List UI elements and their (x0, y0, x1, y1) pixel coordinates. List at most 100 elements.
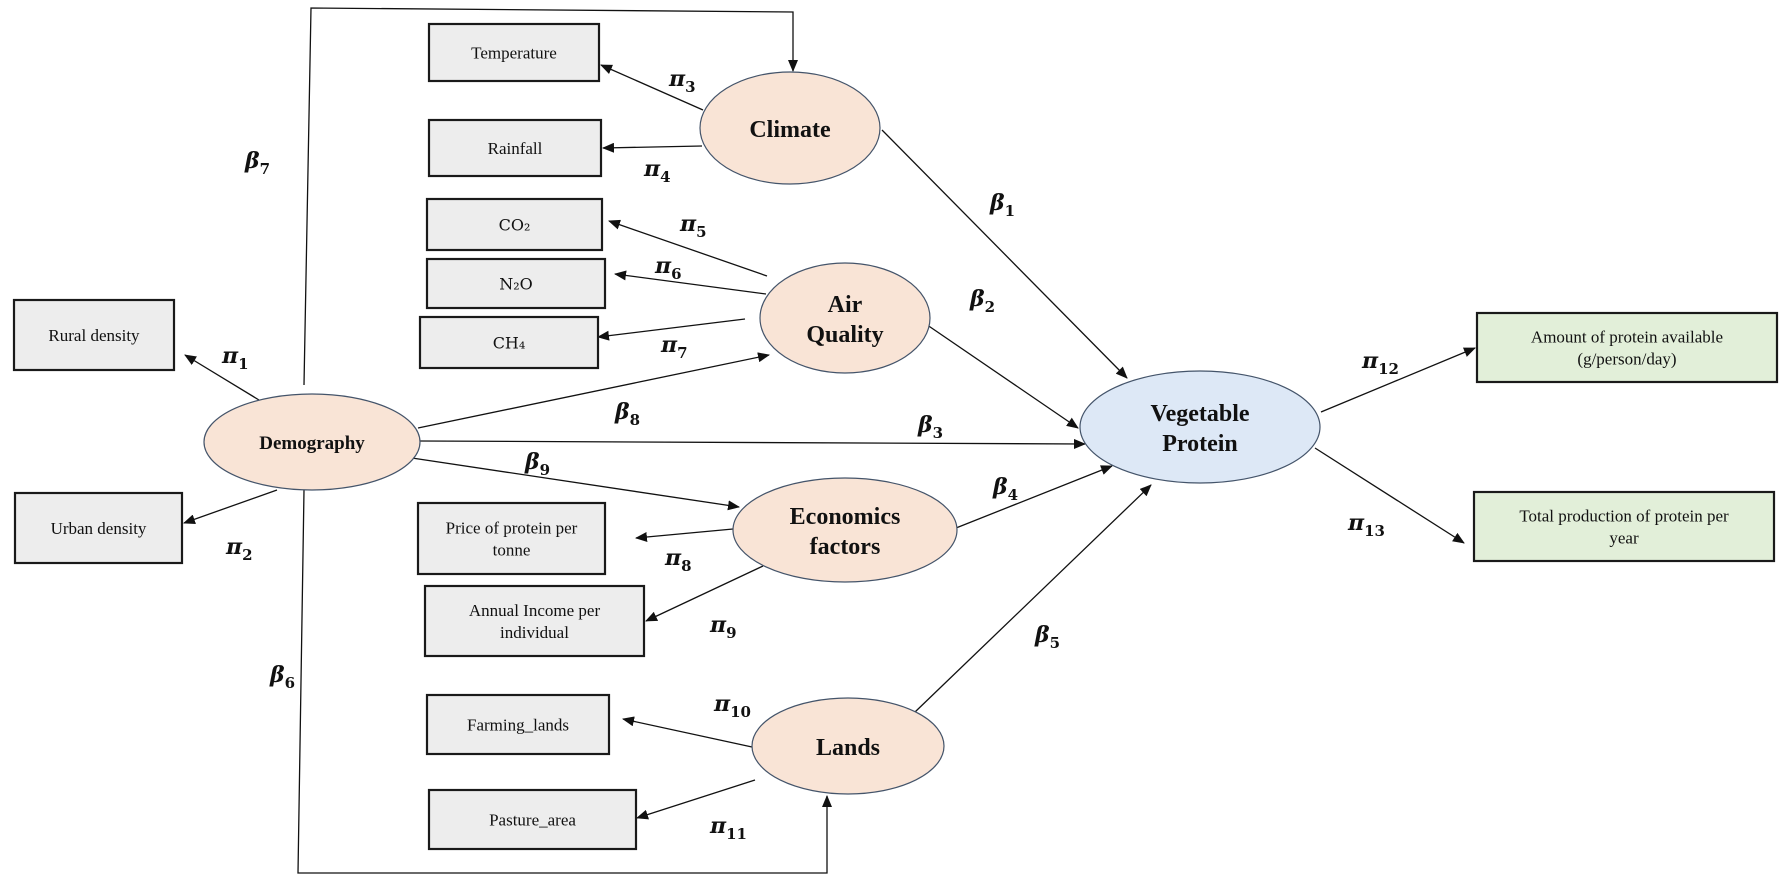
indicator-label: CO₂ (499, 216, 531, 235)
coefficient-subscript: 13 (1364, 522, 1385, 540)
latent-label: Economics (790, 504, 901, 530)
coefficient-label-pi-12: π12 (1361, 348, 1399, 378)
indicator-label: Annual Income per (469, 601, 601, 620)
indicator-label: Temperature (471, 44, 557, 63)
coefficient-label-pi-7: π7 (660, 332, 688, 362)
coefficient-label-pi-6: π6 (654, 253, 682, 283)
coefficient-subscript: 11 (726, 825, 747, 843)
coefficient-subscript: 1 (1005, 202, 1015, 220)
coefficient-symbol: π (225, 534, 243, 560)
indicator-rect (13, 491, 184, 565)
coefficient-symbol: β (269, 662, 285, 688)
coefficient-subscript: 5 (696, 223, 706, 241)
coefficient-symbol: π (643, 156, 661, 182)
coefficient-symbol: β (969, 286, 985, 312)
edge-pi-7-air_quality-to-ch4 (597, 318, 746, 341)
coefficient-subscript: 7 (677, 344, 687, 362)
indicator-rect (1472, 490, 1776, 563)
indicator-rect (1475, 311, 1779, 384)
indicator-box-annual-income: Annual Income per individual (423, 584, 646, 658)
indicator-rect (427, 788, 638, 851)
coefficient-symbol: β (614, 399, 630, 425)
indicator-label: Amount of protein available (1531, 328, 1723, 347)
indicator-label: Pasture_area (489, 811, 576, 830)
coefficient-label-beta-6: β6 (269, 662, 295, 692)
coefficient-symbol: π (709, 813, 727, 839)
coefficient-subscript: 4 (1008, 486, 1018, 504)
latent-ellipse (203, 393, 421, 491)
coefficient-symbol: π (668, 66, 686, 92)
coefficient-symbol: π (654, 253, 672, 279)
indicator-label: individual (500, 623, 569, 642)
coefficient-subscript: 6 (671, 265, 681, 283)
edge-beta-4-economics-to-vegetable_protein (955, 465, 1113, 529)
coefficient-label-pi-13: π13 (1347, 510, 1385, 540)
edge-beta-7-demography-to-climate (303, 7, 798, 386)
edge-pi-12-vegetable_protein-to-protein_available (1320, 347, 1476, 413)
indicator-label: N₂O (499, 275, 533, 294)
edge-pi-5-air_quality-to-co2 (608, 219, 768, 277)
coefficient-symbol: π (1361, 348, 1379, 374)
coefficient-subscript: 2 (242, 546, 252, 564)
coefficient-symbol: π (660, 332, 678, 358)
coefficient-labels-layer: β1β2β3β4β5β6β7β8β9π1π2π3π4π5π6π7π8π9π10π… (221, 66, 1399, 843)
coefficient-label-beta-9: β9 (524, 449, 550, 479)
edge-pi-4-climate-to-rainfall (602, 142, 703, 153)
coefficient-subscript: 6 (285, 674, 295, 692)
indicator-box-farming-lands: Farming_lands (425, 693, 611, 756)
latent-label: Vegetable (1150, 401, 1249, 427)
latent-node-demography: Demography (203, 393, 421, 491)
latent-ellipse (759, 262, 931, 374)
coefficient-subscript: 8 (681, 557, 691, 575)
indicator-box-pasture-area: Pasture_area (427, 788, 638, 851)
coefficient-symbol: β (917, 412, 933, 438)
coefficient-label-beta-1: β1 (989, 190, 1015, 220)
indicator-label: year (1609, 529, 1639, 548)
indicator-box-co2: CO₂ (425, 197, 604, 252)
indicator-rect (416, 501, 607, 576)
edge-beta-3-demography-to-vegetable_protein (419, 438, 1086, 449)
indicator-box-temperature: Temperature (427, 22, 601, 83)
edge-pi-10-lands-to-farming_lands (622, 716, 753, 748)
edge-beta-6-demography-to-lands (297, 489, 832, 874)
coefficient-label-pi-3: π3 (668, 66, 696, 96)
indicator-label: Rainfall (488, 139, 543, 158)
indicator-label: Total production of protein per (1519, 507, 1729, 526)
indicator-rect (423, 584, 646, 658)
coefficient-subscript: 4 (660, 168, 670, 186)
coefficient-subscript: 5 (1050, 634, 1060, 652)
indicator-rect (425, 257, 607, 310)
coefficient-label-beta-2: β2 (969, 286, 995, 316)
indicator-box-rural-density: Rural density (12, 298, 176, 372)
edge-pi-13-vegetable_protein-to-total_production (1314, 447, 1465, 544)
coefficient-label-pi-10: π10 (713, 691, 751, 721)
coefficient-subscript: 1 (238, 355, 248, 373)
coefficient-subscript: 9 (540, 461, 550, 479)
latent-ellipse (751, 697, 945, 795)
coefficient-label-beta-7: β7 (244, 148, 270, 178)
edge-pi-9-economics-to-annual_income (645, 565, 764, 622)
indicator-rect (425, 693, 611, 756)
coefficient-label-beta-3: β3 (917, 412, 943, 442)
latent-label: factors (810, 534, 881, 560)
edge-beta-1-climate-to-vegetable_protein (881, 129, 1128, 379)
coefficient-label-pi-5: π5 (679, 211, 707, 241)
edge-pi-2-demography-to-urban_density (183, 489, 278, 525)
indicator-label: Price of protein per (446, 519, 578, 538)
coefficient-symbol: β (989, 190, 1005, 216)
coefficient-label-beta-4: β4 (992, 474, 1018, 504)
coefficient-subscript: 10 (730, 703, 751, 721)
coefficient-subscript: 3 (685, 78, 695, 96)
indicator-box-rainfall: Rainfall (427, 118, 603, 178)
latent-ellipse (732, 477, 958, 583)
latent-label: Lands (816, 735, 880, 761)
edge-beta-5-lands-to-vegetable_protein (914, 484, 1152, 713)
coefficient-symbol: π (709, 612, 727, 638)
indicator-rect (427, 22, 601, 83)
edge-pi-8-economics-to-price_protein (635, 528, 734, 542)
edge-beta-8-demography-to-air_quality (417, 352, 770, 429)
indicator-box-urban-density: Urban density (13, 491, 184, 565)
edge-beta-2-air_quality-to-vegetable_protein (916, 317, 1079, 429)
indicator-rect (12, 298, 176, 372)
